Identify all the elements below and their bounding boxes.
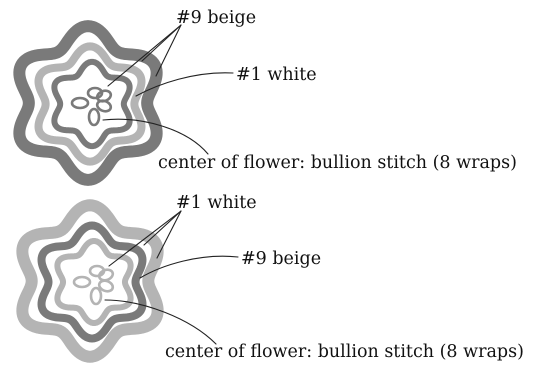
label-bottom-1: center of flower: bullion stitch (8 wrap… <box>158 153 517 173</box>
middle-ring-2 <box>37 221 147 343</box>
bullion-stitch <box>95 99 113 113</box>
leader-line-top-b <box>155 24 182 77</box>
bullion-stitch <box>86 86 104 100</box>
flower-diagram-1: #9 beige #1 white center of flower: bull… <box>13 8 517 186</box>
bullion-stitch <box>70 96 90 110</box>
leader-line-top-c <box>108 210 182 267</box>
leader-line-top-b <box>156 210 182 259</box>
bullion-stitch <box>97 279 115 293</box>
label-bottom-2: center of flower: bullion stitch (8 wrap… <box>165 342 524 362</box>
leader-line-top-c <box>107 24 182 87</box>
bullion-stitch <box>72 275 92 289</box>
bullion-stitch <box>89 286 103 306</box>
inner-ring-1 <box>51 58 133 150</box>
outer-ring-1 <box>13 20 163 186</box>
label-top-1: #9 beige <box>176 8 256 28</box>
inner-ring-2 <box>54 237 134 327</box>
middle-ring-1 <box>34 42 146 166</box>
bullion-center-1 <box>70 86 113 127</box>
outer-ring-2 <box>16 199 164 363</box>
label-top-2: #1 white <box>176 193 257 213</box>
leader-line-middle <box>139 255 239 279</box>
label-middle-1: #1 white <box>236 65 317 85</box>
bullion-center-2 <box>72 264 115 306</box>
bullion-stitch <box>87 107 101 127</box>
leader-line-bottom <box>102 118 209 155</box>
leader-line-middle <box>135 72 234 97</box>
flower-diagram-2: #1 white #9 beige center of flower: bull… <box>16 193 524 363</box>
leader-line-bottom <box>104 299 217 345</box>
leader-line-top-a <box>143 210 182 246</box>
label-middle-2: #9 beige <box>241 249 321 269</box>
bullion-stitch <box>97 268 115 282</box>
